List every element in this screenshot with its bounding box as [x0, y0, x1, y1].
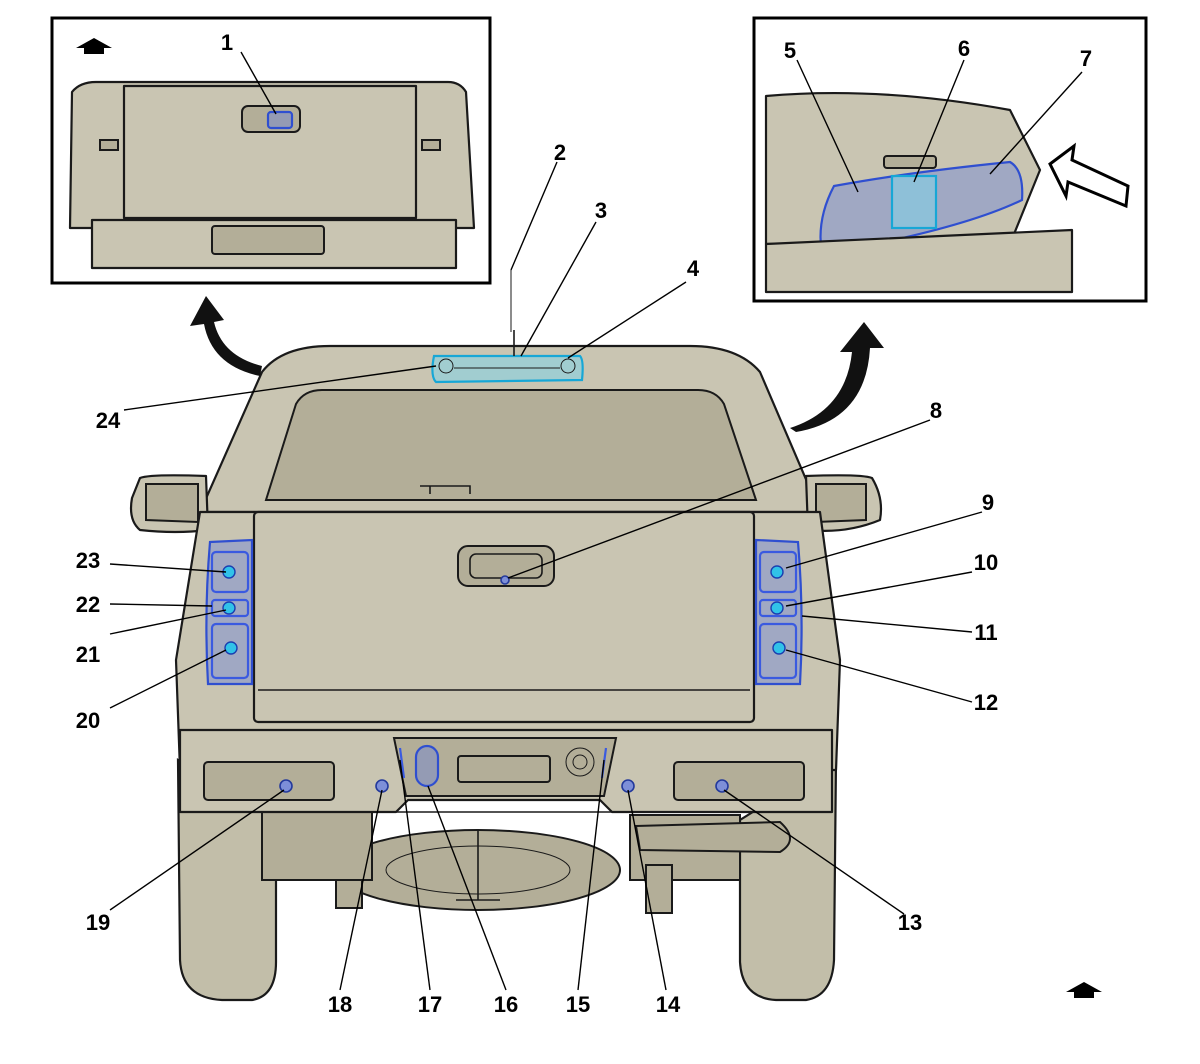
left-undercarriage — [261, 809, 373, 881]
rear-window — [264, 389, 758, 501]
callout-12: 12 — [974, 690, 998, 715]
right-tire — [738, 758, 838, 1002]
callout-4: 4 — [687, 256, 700, 281]
callout-11: 11 — [974, 620, 997, 645]
callout-14: 14 — [656, 992, 681, 1017]
tailgate-handle-bezel — [457, 545, 555, 587]
tailgate-detail-inset — [50, 16, 492, 285]
callout-9: 9 — [982, 490, 994, 515]
left-tire — [176, 758, 278, 1002]
view-direction-icon-bottom — [1066, 982, 1102, 998]
callout-20: 20 — [76, 708, 100, 733]
center-high-mount-lamp — [431, 354, 584, 384]
callout-8: 8 — [930, 398, 942, 423]
callout-labels: 1 2 3 4 5 6 7 8 9 10 11 12 13 14 15 16 1… — [76, 30, 1092, 1017]
parking-sensor-13 — [715, 779, 729, 793]
license-lamp — [414, 744, 440, 788]
license-plate-lamp-area — [457, 755, 551, 783]
callout-5: 5 — [784, 38, 796, 63]
exhaust-pipe — [634, 820, 791, 854]
callout-6: 6 — [958, 36, 970, 61]
parking-sensor-19 — [279, 779, 293, 793]
tailgate — [252, 510, 756, 724]
view-direction-icon — [76, 38, 112, 54]
callout-13: 13 — [898, 910, 922, 935]
curved-arrow-icon-right — [790, 322, 884, 432]
callout-15: 15 — [566, 992, 590, 1017]
callout-16: 16 — [494, 992, 518, 1017]
callout-7: 7 — [1080, 46, 1092, 71]
rear-camera — [500, 575, 510, 585]
inset-sliding-window — [890, 174, 938, 230]
callout-22: 22 — [76, 592, 100, 617]
callout-18: 18 — [328, 992, 352, 1017]
truck-rear-view — [129, 344, 883, 1002]
callout-2: 2 — [554, 140, 566, 165]
callout-3: 3 — [595, 198, 607, 223]
callout-1: 1 — [221, 30, 233, 55]
outline-arrow-icon — [1048, 142, 1130, 209]
rear-window-detail-inset — [752, 16, 1148, 303]
callout-10: 10 — [974, 550, 998, 575]
curved-arrow-icon-left — [190, 296, 262, 376]
callout-19: 19 — [86, 910, 110, 935]
callout-21: 21 — [76, 642, 100, 667]
callout-24: 24 — [96, 408, 121, 433]
callout-23: 23 — [76, 548, 100, 573]
inset-handle-switch — [266, 110, 294, 130]
leader-lines — [109, 51, 1083, 991]
callout-17: 17 — [418, 992, 442, 1017]
